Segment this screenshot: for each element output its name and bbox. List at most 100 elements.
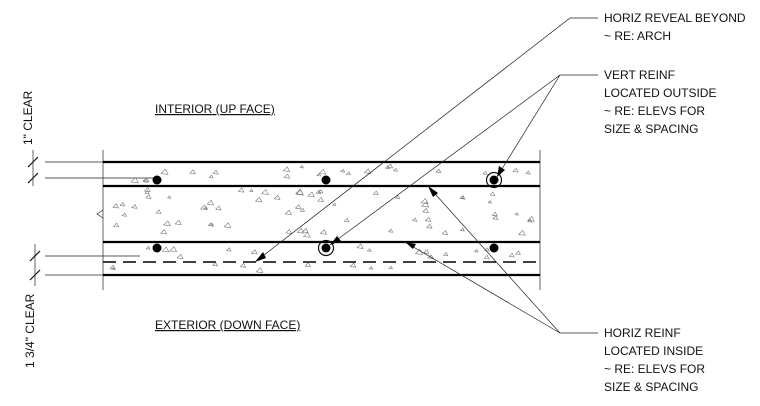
aggregate-mark bbox=[492, 215, 499, 220]
aggregate-mark bbox=[420, 197, 429, 205]
aggregate-mark bbox=[203, 206, 209, 210]
aggregate-mark bbox=[319, 229, 327, 235]
aggregate-mark bbox=[421, 201, 430, 208]
exterior-face-label: EXTERIOR (DOWN FACE) bbox=[155, 318, 300, 332]
aggregate-mark bbox=[167, 195, 172, 199]
aggregate-mark bbox=[302, 231, 311, 238]
aggregate-mark bbox=[473, 249, 479, 253]
aggregate-mark bbox=[273, 194, 281, 200]
aggregate-mark bbox=[248, 188, 254, 193]
aggregate-mark bbox=[386, 163, 394, 169]
arrowhead bbox=[497, 166, 505, 177]
aggregate-mark bbox=[250, 249, 258, 255]
aggregate-mark bbox=[491, 211, 498, 217]
aggregate-mark bbox=[422, 249, 430, 254]
aggregate-mark bbox=[332, 202, 337, 206]
leader-horiz-reveal bbox=[254, 17, 598, 263]
aggregate-mark bbox=[145, 245, 151, 250]
aggregate-mark bbox=[299, 207, 305, 212]
aggregate-mark bbox=[304, 262, 311, 268]
clear-dimension-ticks bbox=[27, 150, 41, 286]
aggregate-mark bbox=[441, 230, 449, 235]
aggregate-mark bbox=[261, 188, 269, 195]
interior-face-label: INTERIOR (UP FACE) bbox=[155, 102, 275, 116]
aggregate-mark bbox=[155, 209, 162, 214]
aggregate-mark bbox=[208, 174, 214, 179]
aggregate-mark bbox=[174, 219, 182, 226]
aggregate-mark bbox=[130, 177, 139, 184]
rebar-dot bbox=[489, 175, 499, 185]
concrete-hatch bbox=[109, 163, 535, 274]
aggregate-mark bbox=[225, 247, 232, 252]
rebar-dot bbox=[321, 175, 331, 185]
aggregate-mark bbox=[340, 168, 346, 173]
aggregate-mark bbox=[349, 262, 357, 268]
aggregate-mark bbox=[518, 229, 526, 236]
leader-horiz-reinf-b bbox=[404, 241, 561, 334]
aggregate-mark bbox=[112, 203, 120, 209]
aggregate-mark bbox=[301, 227, 309, 233]
arrowhead bbox=[405, 242, 416, 249]
aggregate-mark bbox=[215, 205, 222, 211]
aggregate-mark bbox=[422, 208, 429, 213]
aggregate-mark bbox=[459, 195, 466, 200]
arrowhead bbox=[428, 186, 438, 197]
aggregate-mark bbox=[307, 191, 315, 198]
aggregate-mark bbox=[363, 168, 372, 174]
aggregate-mark bbox=[424, 216, 432, 222]
aggregate-mark bbox=[345, 171, 351, 176]
aggregate-mark bbox=[372, 190, 379, 196]
aggregate-mark bbox=[239, 262, 247, 268]
callout-horiz-reinf: HORIZ REINF LOCATED INSIDE ~ RE: ELEVS F… bbox=[604, 326, 705, 394]
aggregate-mark bbox=[189, 169, 196, 175]
aggregate-mark bbox=[237, 187, 245, 193]
aggregate-mark bbox=[343, 217, 350, 223]
aggregate-mark bbox=[482, 170, 488, 175]
break-left bbox=[96, 209, 104, 219]
leader-lines bbox=[254, 17, 598, 334]
aggregate-mark bbox=[255, 267, 264, 274]
leader-horiz-reinf-a bbox=[427, 185, 598, 334]
aggregate-mark bbox=[142, 178, 149, 183]
aggregate-mark bbox=[145, 194, 152, 199]
callout-line: LOCATED OUTSIDE bbox=[604, 86, 716, 100]
aggregate-mark bbox=[318, 168, 327, 175]
aggregate-mark bbox=[294, 204, 302, 210]
aggregate-mark bbox=[515, 250, 521, 255]
rebar-dot bbox=[489, 243, 499, 253]
callout-horiz-reveal: HORIZ REVEAL BEYOND ~ RE: ARCH bbox=[604, 11, 746, 43]
aggregate-mark bbox=[315, 189, 322, 195]
aggregate-mark bbox=[395, 195, 401, 199]
aggregate-mark bbox=[206, 199, 215, 206]
aggregate-mark bbox=[296, 228, 304, 234]
wall-slab bbox=[45, 150, 541, 290]
aggregate-mark bbox=[212, 169, 219, 175]
aggregate-mark bbox=[295, 188, 304, 195]
aggregate-mark bbox=[356, 243, 364, 249]
arrowhead bbox=[255, 252, 266, 262]
callout-line: ~ RE: ELEVS FOR bbox=[604, 104, 705, 118]
aggregate-mark bbox=[317, 189, 324, 194]
arrowhead bbox=[330, 236, 341, 245]
aggregate-mark bbox=[176, 253, 184, 260]
top-clear-label: 1" CLEAR bbox=[21, 90, 35, 145]
aggregate-mark bbox=[282, 166, 291, 172]
aggregate-mark bbox=[392, 167, 398, 172]
rebar-dot bbox=[321, 243, 331, 253]
aggregate-mark bbox=[525, 170, 531, 175]
aggregate-mark bbox=[483, 254, 490, 260]
aggregate-mark bbox=[435, 168, 442, 173]
aggregate-mark bbox=[514, 212, 519, 216]
rebar-dot bbox=[152, 175, 162, 185]
callout-vert-reinf: VERT REINF LOCATED OUTSIDE ~ RE: ELEVS F… bbox=[604, 68, 716, 136]
aggregate-mark bbox=[223, 222, 232, 228]
aggregate-mark bbox=[207, 222, 214, 227]
aggregate-mark bbox=[119, 202, 126, 207]
callout-line: VERT REINF bbox=[604, 68, 675, 82]
aggregate-mark bbox=[212, 261, 218, 267]
callout-line: ~ RE: ARCH bbox=[604, 29, 671, 43]
aggregate-mark bbox=[121, 212, 128, 217]
rebar-group bbox=[152, 171, 503, 257]
aggregate-mark bbox=[388, 265, 394, 270]
